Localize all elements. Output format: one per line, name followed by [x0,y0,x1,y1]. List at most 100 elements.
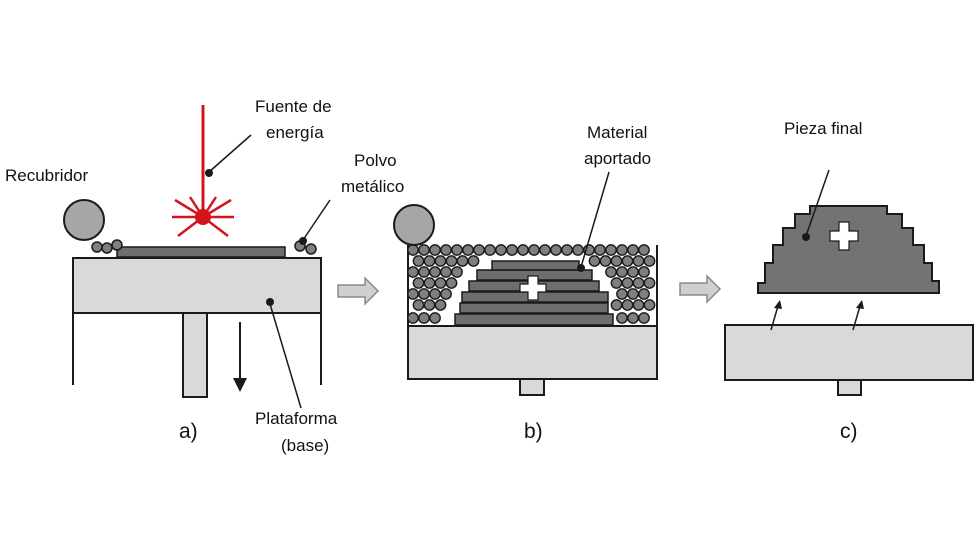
powder-particle [638,288,650,300]
leader-platform [266,298,302,409]
right-block-arrow-icon [337,276,380,306]
powder-particle [434,299,447,311]
powder-particle [638,312,650,324]
powder-particle [407,312,419,324]
powder-label-line1: Polvo [354,151,397,170]
powder-particle [412,299,425,311]
energy-source-label-line1: Fuente de [255,97,332,116]
powder-particle [610,299,623,311]
powder-particle [627,266,639,278]
powder-particle [599,255,612,267]
panel-a: Recubridor Fuente de energía Polvo metál… [5,97,404,455]
powder-particle [451,244,463,256]
panel-a-caption: a) [179,420,198,443]
right-block-arrow-icon [679,274,722,304]
platform-label-line2: (base) [281,436,329,455]
leader-material [577,171,610,272]
powder-particle [407,288,419,300]
powder-bed-b [407,244,656,324]
panel-b: Material aportado b) [393,123,658,443]
powder-particle [528,244,540,256]
powder-particle [588,255,601,267]
powder-particle [616,312,628,324]
powder-particle [621,299,634,311]
recoater-roller-a [63,199,105,241]
material-label-line2: aportado [584,149,651,168]
powder-label-line2: metálico [341,177,404,196]
powder-particle [445,277,458,289]
powder-particle [423,299,436,311]
powder-particle [632,299,645,311]
platform-label-line1: Plataforma [255,409,338,428]
energy-source-label-line2: energía [266,123,324,142]
powder-particle [467,255,480,267]
powder-particle [440,266,452,278]
powder-particle [429,312,441,324]
powder-particle [407,266,419,278]
powder-particle [418,288,430,300]
powder-particle [407,244,419,256]
piston-stub-b [519,378,545,396]
powder-particle [484,244,496,256]
build-platform-b [407,325,658,380]
powder-particle [638,266,650,278]
powder-particle [434,255,447,267]
powder-particle [638,244,650,256]
powder-particle [610,255,623,267]
recoater-roller-b [393,204,435,246]
cross-cavity-icon [519,275,547,301]
powder-particle [594,244,606,256]
build-platform [72,257,322,314]
powder-particle [423,255,436,267]
powder-particle [456,255,469,267]
powder-particle [473,244,485,256]
powder-particle [632,277,645,289]
powder-particle [561,244,573,256]
powder-particle [440,288,452,300]
powder-particle [621,255,634,267]
powder-particle [605,244,617,256]
lift-arrow-right [852,300,864,331]
powder-particle [621,277,634,289]
powder-particle [506,244,518,256]
powder-particle [412,255,425,267]
powder-particle [632,255,645,267]
down-arrow-icon [233,322,247,392]
piston-rod [182,312,208,398]
powder-particle [572,244,584,256]
powder-particle [418,266,430,278]
powder-particle [627,244,639,256]
panel-c-caption: c) [840,420,858,443]
powder-particle [627,288,639,300]
powder-particle [440,244,452,256]
powder-particle [610,277,623,289]
laser-spot [195,209,211,225]
powder-particle [605,266,617,278]
powder-particle [418,244,430,256]
powder-particle [429,288,441,300]
powder-particle [643,255,656,267]
powder-particle [462,244,474,256]
powder-particle [517,244,529,256]
leader-final-part [802,169,830,241]
cross-cavity-icon [829,221,859,251]
powder-particle [445,255,458,267]
piston-stub-c [837,379,862,396]
powder-particle [616,288,628,300]
powder-particle [643,277,656,289]
panel-b-caption: b) [524,420,543,443]
powder-particle [643,299,656,311]
final-part-label: Pieza final [784,119,862,138]
powder-particle [550,244,562,256]
powder-particle [434,277,447,289]
powder-particle [418,312,430,324]
powder-particle [429,244,441,256]
recoater-label: Recubridor [5,166,88,185]
powder-particle [616,244,628,256]
powder-particle [429,266,441,278]
leader-energy-source [205,134,252,177]
lift-arrow-left [770,300,782,331]
powder-particle [627,312,639,324]
material-label-line1: Material [587,123,647,142]
powder-particle [539,244,551,256]
